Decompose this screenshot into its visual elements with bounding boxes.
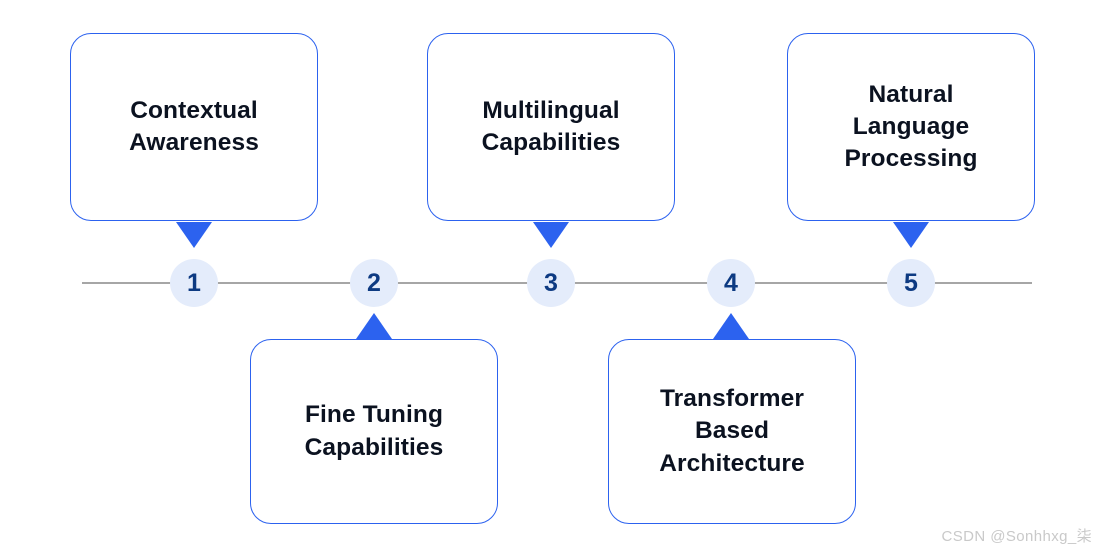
step-marker-4-number: 4 [723, 268, 739, 297]
watermark: CSDN @Sonhhxg_柒 [941, 528, 1092, 545]
connector-arrow-down-icon-5 [893, 222, 929, 248]
step-card-3-title: Multilingual Capabilities [481, 96, 621, 156]
step-card-4[interactable]: Transformer Based Architecture [608, 339, 856, 524]
connector-arrow-up-icon-4 [713, 313, 749, 339]
step-marker-5-number: 5 [903, 268, 919, 297]
step-card-1[interactable]: Contextual Awareness [70, 33, 318, 221]
step-card-5[interactable]: Natural Language Processing [787, 33, 1035, 221]
step-card-3[interactable]: Multilingual Capabilities [427, 33, 675, 221]
step-marker-2-number: 2 [366, 268, 382, 297]
step-card-2-title: Fine Tuning Capabilities [304, 401, 444, 461]
step-card-2[interactable]: Fine Tuning Capabilities [250, 339, 498, 524]
step-marker-1[interactable]: 1 [170, 259, 218, 307]
connector-arrow-down-icon-3 [533, 222, 569, 248]
step-marker-5[interactable]: 5 [887, 259, 935, 307]
step-marker-1-number: 1 [186, 268, 202, 297]
step-card-1-title: Contextual Awareness [129, 96, 259, 156]
step-marker-3[interactable]: 3 [527, 259, 575, 307]
step-marker-3-number: 3 [543, 268, 559, 297]
connector-arrow-up-icon-2 [356, 313, 392, 339]
step-marker-2[interactable]: 2 [350, 259, 398, 307]
step-card-4-title: Transformer Based Architecture [659, 385, 805, 477]
step-card-5-title: Natural Language Processing [844, 80, 978, 173]
step-marker-4[interactable]: 4 [707, 259, 755, 307]
connector-arrow-down-icon-1 [176, 222, 212, 248]
